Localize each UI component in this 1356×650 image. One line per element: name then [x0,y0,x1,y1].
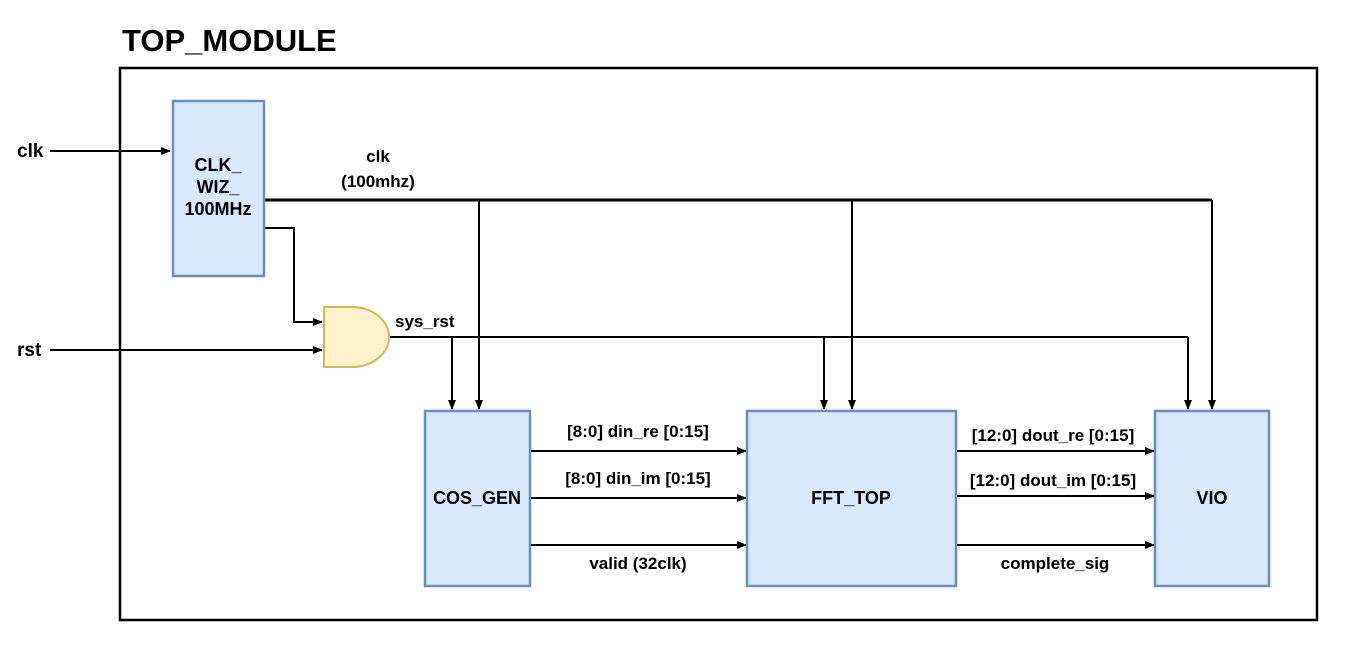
clk-wiz-label-line2: WIZ_ [197,177,241,197]
din-im-label: [8:0] din_im [0:15] [565,469,710,488]
sys-rst-label: sys_rst [395,312,455,331]
vio-block [1153,409,1271,588]
din-re-label: [8:0] din_re [0:15] [567,422,709,441]
valid-label: valid (32clk) [589,554,686,573]
cos-gen-label: COS_GEN [433,488,521,508]
module-title: TOP_MODULE [122,23,337,58]
fft-top-block [745,409,958,588]
dout-re-label: [12:0] dout_re [0:15] [972,426,1134,445]
clk-net-label: clk [366,147,390,166]
clk-wiz-block [171,99,266,278]
locked-to-gate-wire [265,227,323,326]
rst-input-label: rst [17,340,42,361]
clk-input-label: clk [17,141,44,162]
vio-label: VIO [1196,488,1227,508]
cos-gen-block [423,409,532,588]
clk-wiz-label-line1: CLK_ [194,155,242,175]
and-gate [323,306,390,368]
clk-net-freq-label: (100mhz) [341,172,415,191]
dout-im-label: [12:0] dout_im [0:15] [970,471,1136,490]
complete-sig-label: complete_sig [1001,554,1110,573]
fft-top-label: FFT_TOP [811,488,891,508]
module-boundary [118,66,1319,622]
clk-wiz-label-line3: 100MHz [184,199,251,219]
